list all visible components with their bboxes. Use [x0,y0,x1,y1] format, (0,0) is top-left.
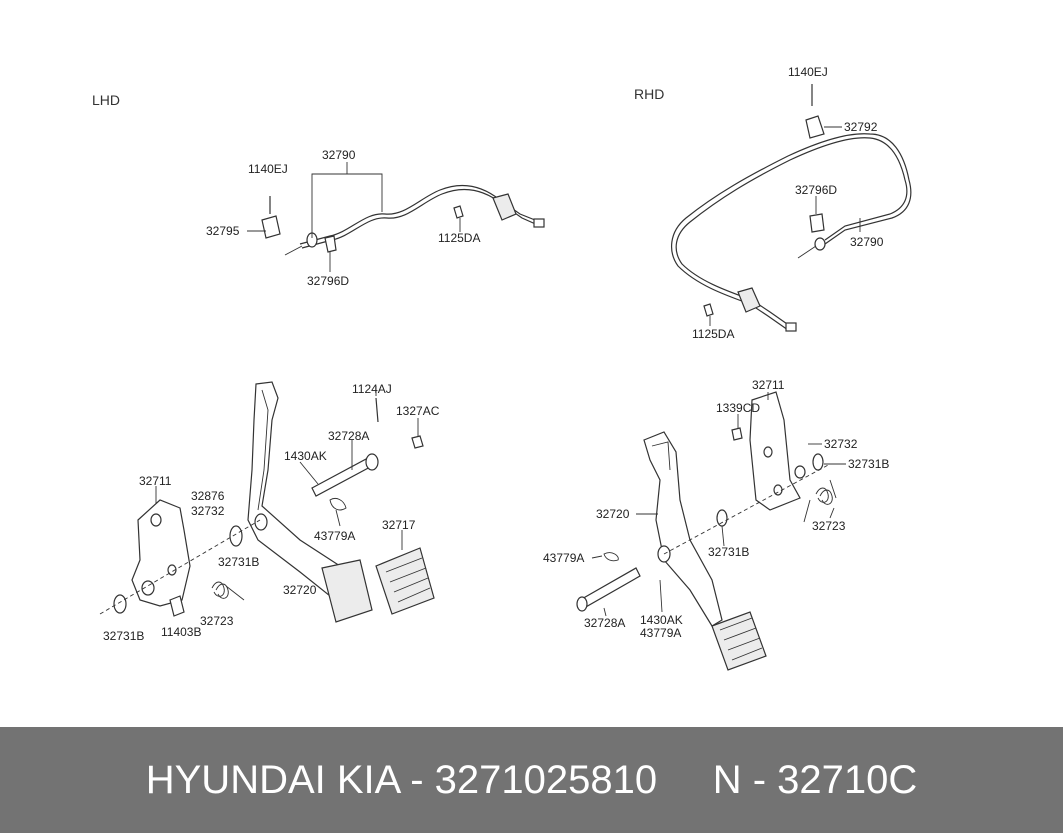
rhd-pedal-label-1339cd: 1339CD [716,401,760,415]
rhd-pedal-label-32728a: 32728A [584,616,625,630]
parts-diagram: LHD RHD 32790 1140EJ 32795 1125DA 32796D [92,65,912,671]
lhd-pedal-label-32711: 32711 [139,474,172,488]
lhd-pedal-assembly [99,381,435,623]
rhd-pedal-label-32723: 32723 [812,519,846,533]
lhd-pedal-label-32728a: 32728A [328,429,369,443]
section-lhd-label: LHD [92,92,120,108]
lhd-pedal-label-32720: 32720 [283,583,317,597]
lhd-cable-assembly [247,162,545,272]
rhd-pedal-label-43779a-left: 43779A [543,551,584,565]
lhd-pedal-label-43779a: 43779A [314,529,355,543]
footer-banner: HYUNDAI KIA - 3271025810 N - 32710C [0,727,1063,833]
lhd-pedal-label-1124aj: 1124AJ [352,382,392,396]
rhd-cable-label-1140ej: 1140EJ [788,65,828,79]
lhd-pedal-label-32717: 32717 [382,518,416,532]
lhd-pedal-label-32876: 32876 [191,489,225,503]
rhd-pedal-label-32720: 32720 [596,507,630,521]
rhd-pedal-label-1430ak: 1430AK [640,613,683,627]
rhd-pedal-label-43779a-right: 43779A [640,626,681,640]
lhd-cable-label-32795: 32795 [206,224,240,238]
rhd-cable-label-32790: 32790 [850,235,884,249]
lhd-pedal-label-32723: 32723 [200,614,234,628]
rhd-pedal-label-32731b-top: 32731B [848,457,889,471]
lhd-pedal-label-32731b-left: 32731B [103,629,144,643]
lhd-pedal-label-1327ac: 1327AC [396,404,440,418]
rhd-cable-assembly [671,84,912,332]
lhd-cable-label-32790: 32790 [322,148,356,162]
lhd-cable-label-1140ej: 1140EJ [248,162,288,176]
rhd-pedal-assembly [576,391,846,671]
lhd-pedal-label-11403b: 11403B [161,625,201,639]
rhd-pedal-label-32711: 32711 [752,378,785,392]
parts-diagram-svg: LHD RHD 32790 1140EJ 32795 1125DA 32796D [92,65,912,671]
rhd-pedal-label-32731b-mid: 32731B [708,545,749,559]
rhd-cable-label-32792: 32792 [844,120,878,134]
lhd-pedal-label-1430ak: 1430AK [284,449,327,463]
rhd-cable-label-1125da: 1125DA [692,327,734,341]
section-rhd-label: RHD [634,86,664,102]
rhd-pedal-label-32732: 32732 [824,437,858,451]
lhd-cable-label-32796d: 32796D [307,274,349,288]
lhd-pedal-label-32731b-right: 32731B [218,555,259,569]
rhd-cable-label-32796d: 32796D [795,183,837,197]
lhd-cable-label-1125da: 1125DA [438,231,480,245]
footer-part-number: HYUNDAI KIA - 3271025810 N - 32710C [145,758,918,802]
lhd-pedal-label-32732: 32732 [191,504,225,518]
